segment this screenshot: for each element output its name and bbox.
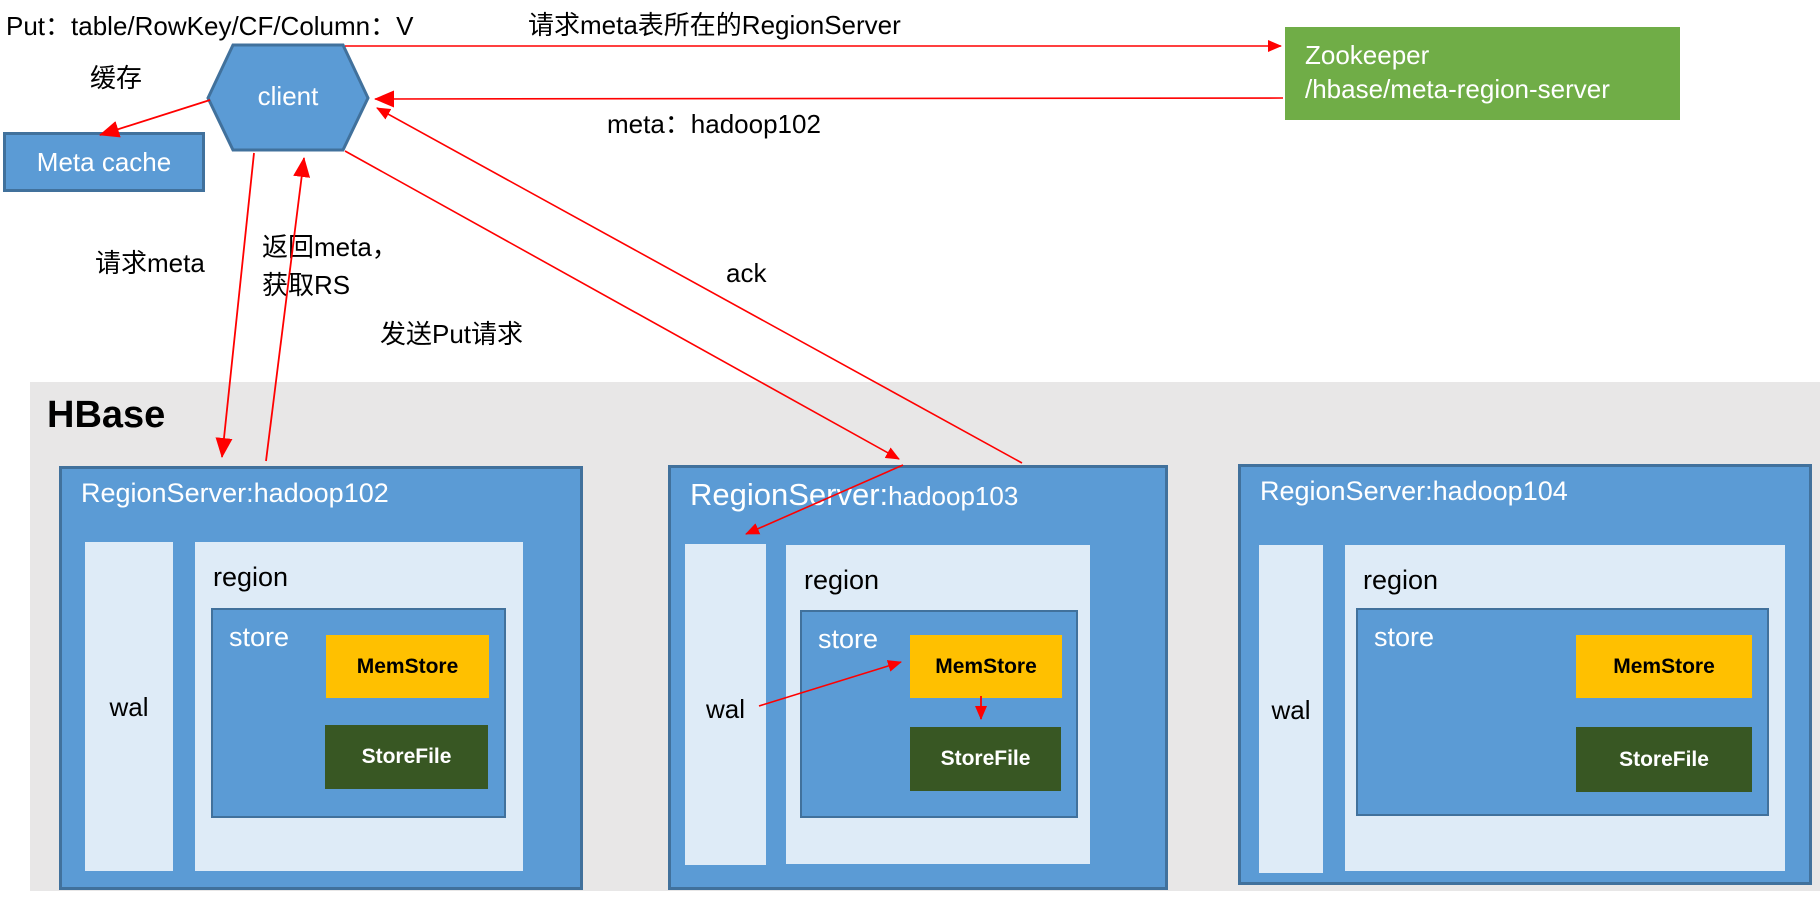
zookeeper-znode-path: /hbase/meta-region-server: [1305, 74, 1610, 104]
zookeeper-box: Zookeeper /hbase/meta-region-server: [1285, 27, 1680, 120]
client-hexagon-shape: [206, 43, 370, 152]
storefile-box: StoreFile: [325, 725, 488, 789]
wal-label: wal: [1271, 695, 1311, 725]
regionserver-hadoop102-title: RegionServer:hadoop102: [81, 478, 389, 509]
rs-title-prefix: RegionServer:: [690, 477, 889, 512]
rs-title-suffix: hadoop102: [253, 478, 389, 508]
store-label: store: [229, 622, 290, 652]
wal-column: wal: [1259, 545, 1323, 873]
regionserver-hadoop104-title: RegionServer:hadoop104: [1260, 476, 1568, 507]
region-box: region store MemStore StoreFile: [195, 542, 523, 871]
label-return-meta-line2: 获取RS: [262, 270, 351, 300]
region-label: region: [1363, 565, 1439, 595]
zookeeper-title: Zookeeper: [1305, 40, 1430, 70]
memstore-box: MemStore: [1576, 635, 1752, 698]
wal-label: wal: [109, 692, 149, 722]
store-box: store MemStore StoreFile: [800, 610, 1078, 818]
regionserver-hadoop102: RegionServer:hadoop102 wal region store …: [59, 466, 583, 890]
storefile-box: StoreFile: [1576, 727, 1752, 792]
label-meta-return: meta：hadoop102: [607, 109, 821, 139]
label-ack: ack: [726, 258, 767, 288]
arrow-cache-to-meta-cache: [99, 99, 211, 138]
client-hexagon: [206, 43, 370, 152]
arrow-meta-hadoop102-return: [374, 90, 1284, 108]
rs-title-suffix: hadoop104: [1432, 476, 1568, 506]
label-cache: 缓存: [90, 63, 143, 93]
put-command-label: Put：table/RowKey/CF/Column：V: [6, 11, 414, 41]
regionserver-hadoop104: RegionServer:hadoop104 wal region store …: [1238, 464, 1812, 885]
wal-label: wal: [705, 694, 745, 724]
wal-column: wal: [85, 542, 173, 871]
memstore-box: MemStore: [326, 635, 489, 698]
hbase-title: HBase: [47, 394, 166, 436]
client-label: client: [257, 81, 319, 111]
wal-column: wal: [685, 544, 766, 865]
store-box: store MemStore StoreFile: [1356, 608, 1769, 816]
label-zk-request: 请求meta表所在的RegionServer: [528, 10, 901, 40]
storefile-box: StoreFile: [910, 727, 1061, 791]
region-box: region store MemStore StoreFile: [786, 545, 1090, 864]
label-send-put: 发送Put请求: [380, 319, 524, 349]
region-label: region: [213, 562, 289, 592]
store-label: store: [1374, 622, 1435, 652]
store-label: store: [818, 624, 879, 654]
meta-cache-label: Meta cache: [36, 146, 172, 177]
label-request-meta: 请求meta: [95, 248, 205, 278]
rs-title-prefix: RegionServer:: [81, 478, 254, 508]
rs-title-prefix: RegionServer:: [1260, 476, 1433, 506]
label-return-meta: 返回meta， 获取RS: [262, 228, 398, 304]
memstore-box: MemStore: [910, 635, 1062, 698]
regionserver-hadoop103-title: RegionServer:hadoop103: [690, 477, 1018, 513]
region-label: region: [804, 565, 880, 595]
meta-cache-box: Meta cache: [3, 132, 205, 192]
label-return-meta-line1: 返回meta，: [262, 232, 398, 262]
regionserver-hadoop103: RegionServer:hadoop103 wal region store …: [668, 465, 1168, 890]
region-box: region store MemStore StoreFile: [1345, 545, 1785, 871]
store-box: store MemStore StoreFile: [211, 608, 506, 818]
rs-title-suffix: hadoop103: [888, 481, 1019, 511]
